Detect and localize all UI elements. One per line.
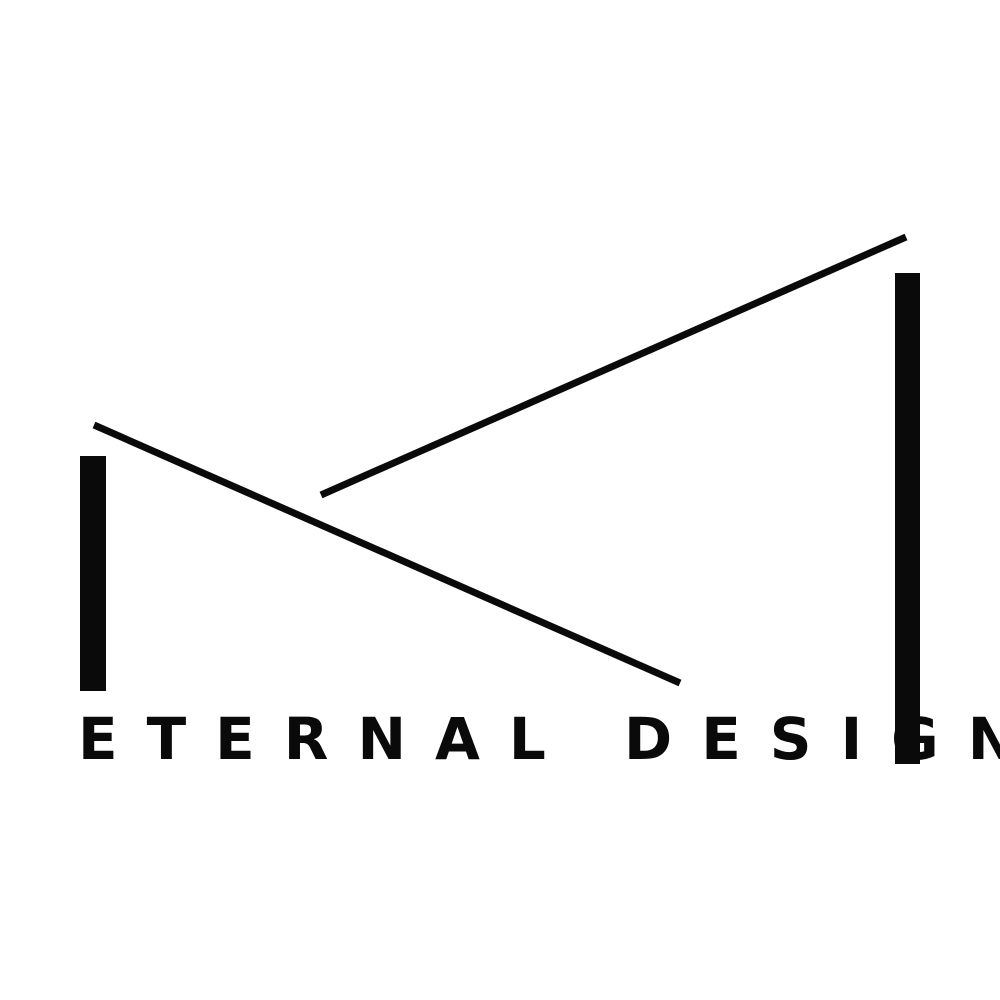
left-pillar [80,456,106,691]
right-pillar [895,273,920,764]
descending-diagonal-line [92,421,682,687]
ascending-diagonal-line [319,233,908,499]
brand-wordmark: ETERNAL DESIGN [78,705,1000,773]
